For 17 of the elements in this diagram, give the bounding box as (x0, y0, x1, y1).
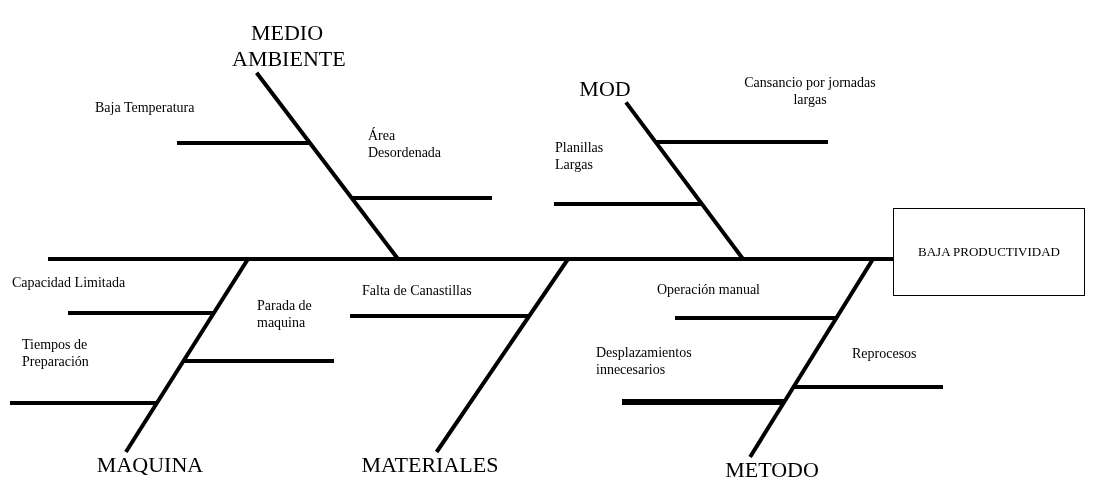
category-label: MATERIALES (345, 452, 515, 479)
cause-label: Reprocesos (852, 346, 918, 363)
category-label: MOD (572, 76, 638, 103)
cause-label: Cansancio por jornadas largas (743, 75, 877, 109)
cause-label: Operación manual (657, 282, 761, 299)
cause-label: Tiempos de Preparación (22, 337, 90, 371)
cause-label: Planillas Largas (555, 140, 605, 174)
category-label: MAQUINA (88, 452, 212, 479)
effect-box: BAJA PRODUCTIVIDAD (893, 208, 1085, 296)
bone-line (748, 257, 893, 459)
cause-label: Parada de maquina (257, 298, 313, 332)
cause-label: Desplazamientos innecesarios (596, 345, 693, 379)
cause-label: Área Desordenada (368, 128, 443, 162)
cause-label: Baja Temperatura (95, 100, 196, 117)
cause-label: Falta de Canastillas (362, 283, 473, 300)
cause-label: Capacidad Limitada (12, 275, 127, 292)
category-label: METODO (712, 457, 832, 481)
